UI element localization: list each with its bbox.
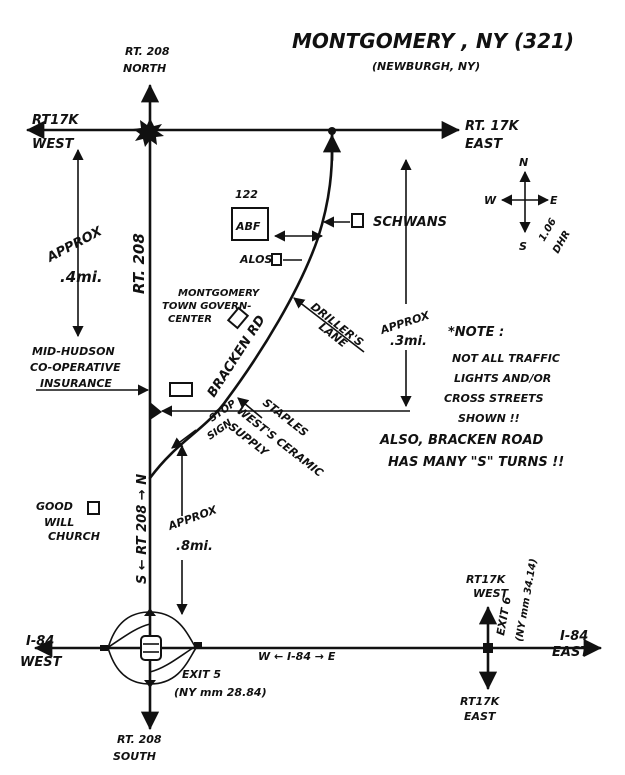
rt17k-east-label: RT. 17K	[465, 119, 520, 134]
drillers-lane-arrow	[293, 297, 365, 353]
i84-east-label: EAST	[552, 645, 590, 660]
rt17k-west-label: WEST	[32, 137, 75, 152]
rt17k-west-label: RT17K	[32, 113, 79, 128]
rt17k-exit6-west-label: WEST	[473, 587, 510, 600]
rt208-south-label: SOUTH	[113, 750, 156, 763]
distance-lower-label: .8mi.	[176, 539, 213, 554]
staples-pointer	[237, 397, 263, 419]
distance-upper-left-label: APPROX	[44, 224, 106, 266]
alos-building	[271, 253, 282, 266]
abf-number: 122	[235, 188, 258, 201]
bracken-rt17k-dot	[328, 127, 336, 135]
rt208-vertical-label: RT. 208	[130, 233, 148, 294]
exit5-marker	[144, 608, 156, 616]
note-also: ALSO, BRACKEN ROAD	[379, 433, 544, 448]
distance-lower-label: APPROX	[166, 503, 219, 533]
i84-east-label: I-84	[560, 629, 588, 644]
rt17k-east-label: EAST	[465, 137, 503, 152]
exit5-marker	[194, 642, 202, 648]
exit5-marker	[100, 645, 108, 651]
mid-hudson-label: CO-OPERATIVE	[30, 361, 121, 374]
exit5-ramp-right	[149, 645, 197, 673]
rt208-north-label: RT. 208	[125, 45, 170, 58]
abf-building	[231, 207, 269, 241]
bracken-rt208-junction-mark	[150, 402, 162, 420]
exit5-bridge	[140, 635, 162, 661]
i84-center-label: W ← I-84 → E	[258, 650, 336, 663]
note-line: SHOWN !!	[458, 412, 520, 425]
note-line: LIGHTS AND/OR	[454, 372, 551, 385]
compass-note: DHR	[551, 229, 573, 256]
town-gov-label: MONTGOMERY	[178, 288, 261, 299]
compass-n: N	[519, 156, 528, 169]
mid-hudson-label: MID-HUDSON	[32, 345, 115, 358]
bracken-road	[148, 130, 334, 480]
compass-e: E	[550, 194, 558, 207]
good-will-label: WILL	[44, 516, 74, 529]
i84-west-label: WEST	[20, 655, 63, 670]
note-line: CROSS STREETS	[444, 392, 544, 405]
mid-hudson-building	[169, 382, 193, 397]
town-gov-building	[226, 306, 250, 330]
rt17k-exit6-east-label: EAST	[464, 710, 497, 723]
i84-west-label: I-84	[26, 634, 54, 649]
distance-right-label: APPROX	[378, 309, 432, 337]
exit5-label: EXIT 5	[182, 668, 221, 681]
rt208-rt17k-intersection	[133, 118, 164, 147]
map-subtitle: (NEWBURGH, NY)	[372, 60, 480, 73]
compass-s: S	[519, 240, 527, 253]
rt208-north-label: NORTH	[123, 62, 166, 75]
compass-note: 1.06	[537, 217, 559, 244]
distance-upper-left-label: .4mi.	[60, 268, 103, 286]
schwans-label: SCHWANS	[373, 215, 447, 230]
exit5-label: (NY mm 28.84)	[174, 686, 267, 699]
rt208-lower-label: S ← RT 208 → N	[135, 474, 150, 584]
schwans-building	[351, 213, 364, 228]
rt17k-exit6-east-label: RT17K	[460, 695, 501, 708]
distance-right-label: .3mi.	[390, 334, 427, 349]
exit5-marker	[144, 680, 156, 688]
good-will-label: CHURCH	[48, 530, 100, 543]
town-gov-label: CENTER	[168, 314, 212, 325]
note-also: HAS MANY "S" TURNS !!	[388, 455, 564, 470]
exit6-label: EXIT 6	[494, 595, 514, 636]
alos-label: ALOS	[239, 253, 272, 266]
abf-label: ABF	[235, 220, 261, 233]
map-title: MONTGOMERY , NY (321)	[292, 29, 574, 53]
stop-sign-pointer	[171, 429, 197, 449]
good-will-label: GOOD	[36, 500, 73, 513]
town-gov-label: TOWN GOVERN-	[162, 301, 251, 312]
rt17k-exit6-west-label: RT17K	[466, 573, 507, 586]
rt208-south-label: RT. 208	[117, 733, 162, 746]
mid-hudson-label: INSURANCE	[40, 377, 112, 390]
compass-w: W	[484, 194, 497, 207]
note-line: *NOTE :	[448, 325, 504, 340]
good-will-building	[87, 501, 100, 515]
exit6-label: (NY mm 34.14)	[514, 558, 539, 643]
exit6-dot	[483, 643, 493, 653]
note-line: NOT ALL TRAFFIC	[452, 352, 560, 365]
